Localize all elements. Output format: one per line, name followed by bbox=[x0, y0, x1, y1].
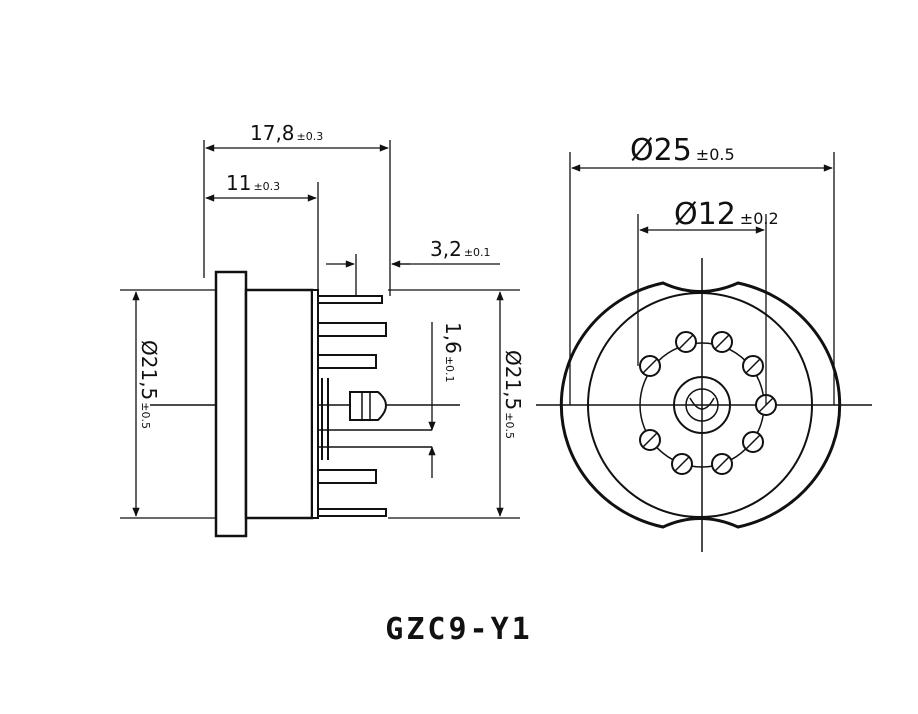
center-key-slot bbox=[689, 397, 715, 410]
drawing-title: GZC9-Y1 bbox=[385, 612, 533, 647]
pin bbox=[318, 508, 387, 517]
pin bbox=[318, 295, 383, 304]
front-pins bbox=[639, 331, 777, 475]
socket-rear-plate bbox=[311, 289, 319, 519]
socket-flange bbox=[214, 270, 248, 538]
pin bbox=[318, 354, 377, 369]
center-hub bbox=[673, 376, 731, 434]
label-diameter-right: Ø21,5±0.5 bbox=[501, 350, 525, 439]
pin bbox=[318, 469, 377, 484]
label-pin-circle: Ø12±0.2 bbox=[674, 197, 779, 232]
label-outer-diameter: Ø25±0.5 bbox=[630, 133, 735, 168]
label-diameter-left: Ø21,5±0.5 bbox=[137, 340, 161, 429]
center-key bbox=[349, 391, 387, 421]
side-view bbox=[120, 140, 520, 538]
center-hub-inner bbox=[685, 388, 719, 422]
label-pin-width: 1,6±0.1 bbox=[441, 322, 465, 383]
socket-body bbox=[244, 288, 314, 520]
label-body-length: 11±0.3 bbox=[226, 171, 280, 195]
front-view bbox=[536, 152, 872, 552]
pin bbox=[318, 322, 387, 337]
label-pin-spacing: 3,2±0.1 bbox=[430, 237, 491, 261]
label-overall-length: 17,8±0.3 bbox=[250, 121, 323, 145]
